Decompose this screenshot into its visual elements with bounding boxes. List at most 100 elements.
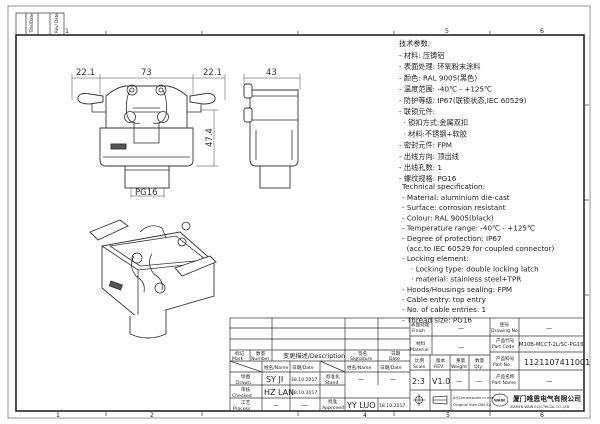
spec-en-title: Technical specification:	[401, 182, 485, 191]
finish-value: —	[458, 325, 464, 332]
spec-line: - 联锁元件:	[399, 107, 435, 116]
mark-label: 标记	[235, 350, 245, 357]
original-size-note: Original Size DIN A4	[453, 402, 492, 407]
weight-label: 重量	[456, 357, 466, 364]
revision-strip: Title/Date Rev/ Date	[15, 12, 65, 36]
dim-right-wing: 22.1	[203, 68, 222, 78]
spec-line: · 锁扣方式:金属双扣	[399, 118, 468, 127]
checked-label: 审核	[241, 386, 251, 393]
qty-value: —	[476, 378, 482, 385]
zone-label: 4	[363, 412, 367, 419]
spec-line: - Surface: corrosion resistant	[402, 203, 506, 212]
date-label: 日期	[391, 351, 401, 357]
company-logo: WAIN	[491, 393, 509, 407]
stand-date: —	[390, 376, 396, 383]
drawing-no-label-en: Drawing No.	[491, 328, 519, 334]
zone-label: 1	[56, 412, 60, 419]
finish-label: 表面处理	[411, 321, 430, 328]
number-label: 数量	[256, 350, 266, 357]
rev-label: 版本	[436, 357, 446, 364]
finish-label-en: Finish	[412, 328, 425, 334]
name-header-2: 姓名/Name	[347, 364, 371, 371]
spec-en: Technical specification: - Material: alu…	[401, 182, 554, 324]
spec-line: - 表面处理: 环氧粉末涂料	[399, 62, 480, 71]
weight-label-en: Weight	[451, 364, 467, 370]
signature-label-en: Signature	[350, 356, 372, 362]
spec-line: - Hoods/Housings sealing: FPM	[402, 285, 512, 294]
rev-value: V1.0	[432, 377, 450, 386]
part-name-value: —	[546, 378, 552, 385]
dim-depth: 43	[266, 68, 277, 78]
stand-name: —	[358, 376, 364, 383]
spec-line: · material: stainless steel+TPR	[402, 275, 521, 284]
outer-border	[7, 5, 591, 419]
zone-label: 6	[540, 28, 544, 35]
drawn-name: SY JI	[266, 375, 283, 384]
spec-line: - 颜色: RAL 9005(黑色)	[399, 73, 477, 82]
weight-value: —	[456, 378, 462, 385]
title-block	[229, 317, 585, 412]
dim-thread: PG16	[135, 188, 158, 198]
spec-line: - Locking element:	[402, 254, 469, 263]
front-dimensions	[71, 74, 226, 198]
part-code-label-en: Part Code	[492, 344, 514, 350]
part-no-label: 产品料号	[496, 355, 515, 362]
spec-line: - 出线方向: 顶出线	[399, 152, 459, 161]
part-code-value: M10B-MCCT-2L/SC-PG16	[519, 342, 584, 348]
spec-line: - Colour: RAL 9005(black)	[402, 213, 494, 222]
approved-date: 18.10.2017	[379, 403, 405, 409]
zone-label: 6	[540, 412, 544, 419]
drawn-label: 绘图	[241, 373, 251, 380]
spec-cn-title: 技术参数:	[399, 39, 430, 48]
spec-line: - No. of cable entries: 1	[402, 305, 486, 314]
checked-name: HZ LAN	[264, 388, 294, 397]
signature-label: 签名	[358, 350, 367, 357]
approved-label: 批准	[328, 398, 338, 405]
title-date-label: Title/Date	[29, 13, 34, 34]
process-label: 工艺	[241, 400, 251, 406]
stand-label: 标准化	[326, 373, 340, 380]
title-block-right-text: 表面处理 Finish — 材料 Material — 比例 Scale 版本 …	[410, 321, 590, 409]
date-label-en: Date	[389, 356, 400, 362]
scale-label-en: Scale	[413, 364, 426, 370]
part-no-value: 1121107411001	[524, 358, 590, 367]
spec-line: - 防护等级: IP67(联锁状态,IEC 60529)	[399, 96, 527, 105]
dim-left-wing: 22.1	[76, 68, 95, 78]
title-block-left-text: 标记 Mark 数量 Number 变更描述/Description 签名 Si…	[232, 350, 405, 412]
part-name-label: 产品名称	[496, 373, 515, 380]
process-name: —	[273, 402, 279, 409]
brand-label	[110, 143, 127, 150]
side-view	[243, 74, 301, 189]
approved-name: YY LUO	[346, 401, 376, 410]
stand-label-en: Stand	[325, 380, 338, 386]
qty-label: 数量	[475, 357, 485, 364]
drawn-date: 18.10.2017	[291, 377, 317, 383]
dim-width: 73	[141, 68, 152, 78]
scale-value: 2:3	[412, 377, 425, 386]
spec-line: - 螺纹规格: PG16	[399, 174, 457, 183]
spec-line: - Cable entry: top entry	[402, 295, 487, 304]
spec-line: - 出线孔数: 1	[399, 163, 442, 172]
spec-line: · 材料:不锈钢+软胶	[399, 129, 467, 138]
description-header: 变更描述/Description	[283, 352, 345, 360]
logo-text: WAIN	[494, 399, 505, 403]
dimensions-note: All Dimensions in mm	[453, 395, 495, 400]
material-label: 材料	[416, 340, 426, 347]
company-name-cn: 厦门唯恩电气有限公司	[512, 394, 581, 403]
process-label-en: Process	[233, 406, 251, 412]
date-header-2: 日期/Date	[380, 365, 402, 371]
company-name-en: XIAMEN WAIN ELECTRICAL CO.,LTD	[510, 405, 570, 409]
number-label-en: Number	[251, 356, 270, 362]
rev-date-label: Rev/ Date	[54, 13, 59, 33]
spec-line: - 温度范围: -40℃ - +125℃	[399, 85, 492, 94]
scale-label: 比例	[415, 357, 425, 364]
dim-height: 47.4	[205, 128, 215, 147]
rev-label-en: REV.	[434, 364, 444, 370]
isometric-view	[89, 219, 217, 339]
spec-cn: 技术参数: - 材料: 压铸铝- 表面处理: 环氧粉末涂料- 颜色: RAL 9…	[399, 39, 527, 183]
spec-line: (acc.to IEC 60529 for coupled connector)	[402, 244, 554, 253]
material-value: —	[458, 344, 464, 351]
mark-label-en: Mark	[232, 356, 244, 362]
drawing-no-label: 图号	[500, 322, 510, 328]
